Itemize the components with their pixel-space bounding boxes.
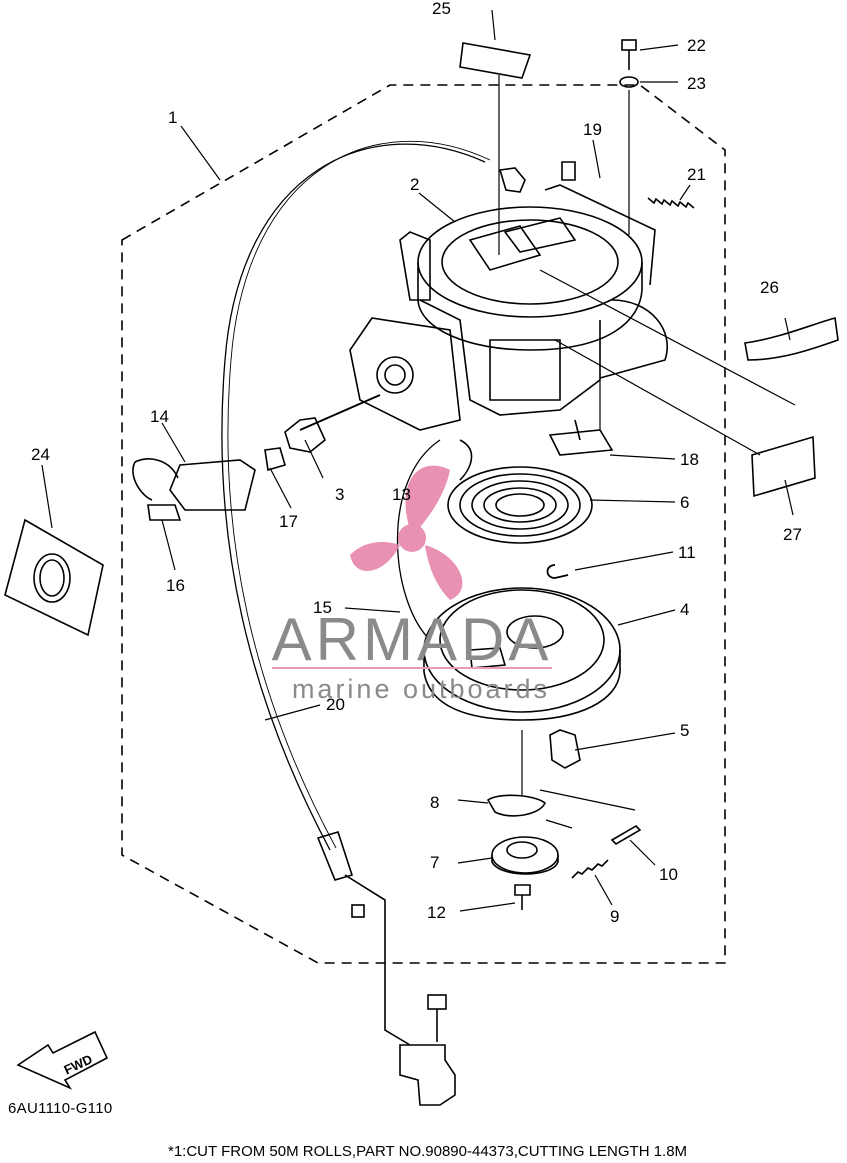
callout-4: 4 xyxy=(680,600,689,619)
callout-27: 27 xyxy=(783,525,802,544)
rope-3 xyxy=(299,394,381,431)
callout-18: 18 xyxy=(680,450,699,469)
callout-12: 12 xyxy=(427,903,446,922)
callout-15: 15 xyxy=(313,598,332,617)
callout-11: 11 xyxy=(678,543,696,562)
bracket-assembly xyxy=(344,874,456,1106)
callout-14: 14 xyxy=(150,407,169,426)
callout-19: 19 xyxy=(583,120,602,139)
callout-20: 20 xyxy=(326,695,345,714)
watermark-brand: ARMADA xyxy=(272,606,553,673)
callout-10: 10 xyxy=(659,865,678,884)
spring-9 xyxy=(571,859,609,879)
callout-26: 26 xyxy=(760,278,779,297)
propeller-logo xyxy=(350,465,463,600)
callout-7: 7 xyxy=(430,853,439,872)
plate-8 xyxy=(486,794,546,817)
fwd-arrow xyxy=(16,1030,109,1090)
callout-numbers: 1 2 3 4 5 6 7 8 9 10 11 12 13 14 15 16 1… xyxy=(31,0,802,1077)
spiral-spring-6 xyxy=(447,466,593,544)
handle-14 xyxy=(169,459,256,511)
callout-3: 3 xyxy=(335,485,344,504)
callout-2: 2 xyxy=(410,175,419,194)
handle-housing xyxy=(349,317,461,431)
grommet-24 xyxy=(4,518,104,637)
reel-4 xyxy=(423,587,621,721)
reference-code: 6AU1110-G110 xyxy=(8,1100,113,1117)
spring-21 xyxy=(647,197,695,209)
cable-15 xyxy=(396,439,441,641)
callout-8: 8 xyxy=(430,793,439,812)
leader-lines xyxy=(41,9,796,912)
callout-21: 21 xyxy=(687,165,706,184)
callout-13: 13 xyxy=(392,485,411,504)
callout-25: 25 xyxy=(432,0,451,18)
drive-plate-7 xyxy=(491,836,559,875)
callout-24: 24 xyxy=(31,445,50,464)
assembly-boundary xyxy=(121,84,726,964)
callout-1: 1 xyxy=(168,108,177,127)
footnote: *1:CUT FROM 50M ROLLS,PART NO.90890-4437… xyxy=(168,1143,688,1160)
cable-20 xyxy=(221,143,486,851)
callout-16: 16 xyxy=(166,576,185,595)
callout-23: 23 xyxy=(687,74,706,93)
watermark: ARMADA marine outboards xyxy=(272,465,553,704)
callout-6: 6 xyxy=(680,493,689,512)
callout-17: 17 xyxy=(279,512,298,531)
callout-5: 5 xyxy=(680,721,689,740)
callout-9: 9 xyxy=(610,907,619,926)
callout-22: 22 xyxy=(687,36,706,55)
starter-case-2 xyxy=(399,184,668,416)
watermark-tagline: marine outboards xyxy=(292,674,550,704)
